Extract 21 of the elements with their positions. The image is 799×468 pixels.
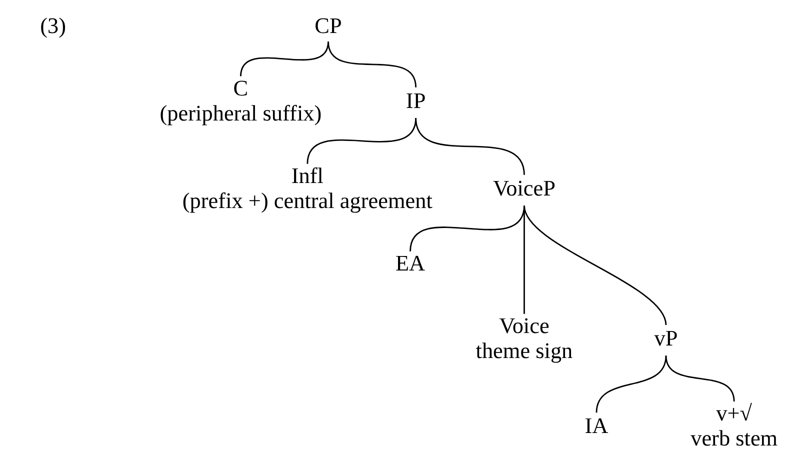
node-text: IA [584,413,608,438]
connector [415,118,525,176]
node-text: vP [654,326,678,351]
node-text: v+√ [716,400,752,426]
node-text: EA [395,250,426,276]
node-label: (peripheral suffix) [160,100,322,126]
node-label: (prefix +) central agreement [182,188,432,214]
label: (3) [40,12,66,38]
node-label: theme sign [476,338,573,364]
node-text: C [233,75,248,100]
connector [524,206,525,314]
node-text: IP [406,88,426,113]
node-label: verb stem [690,426,778,451]
connector [665,356,735,402]
node-text: Infl [291,162,324,188]
node-text: VoiceP [492,176,556,200]
connector [524,205,667,326]
connector [596,356,667,413]
node-text: Voice [499,313,550,338]
connector [328,41,417,88]
node-text: CP [314,12,342,38]
